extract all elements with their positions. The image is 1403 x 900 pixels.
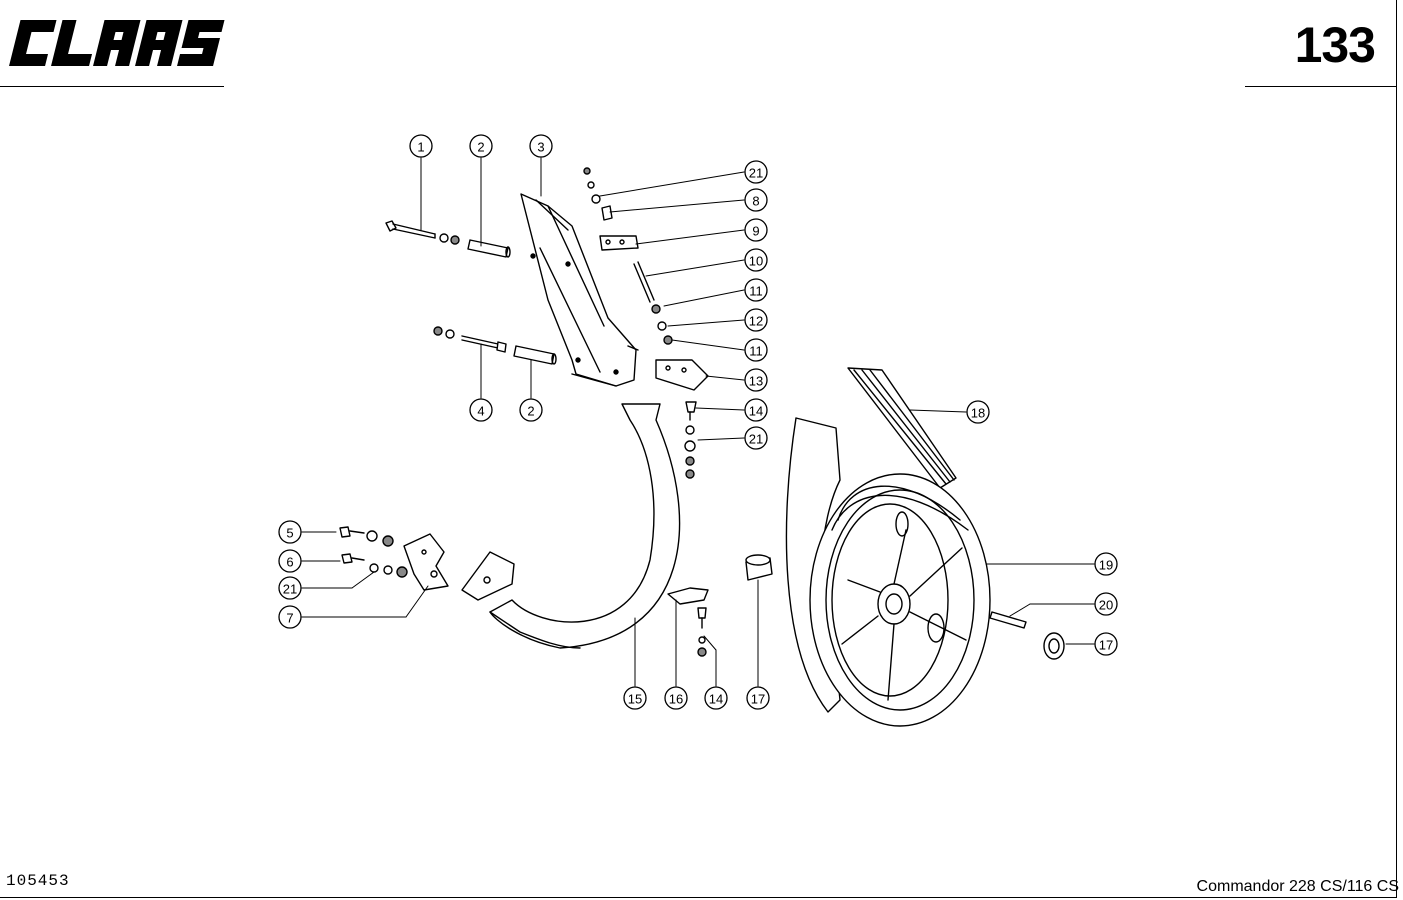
callout-label: 6 bbox=[286, 555, 293, 570]
callout-circle-13 bbox=[744, 368, 768, 392]
callout-circle-11a bbox=[744, 278, 768, 302]
callout-label: 2 bbox=[527, 404, 534, 419]
fastener-stack-upper bbox=[583, 167, 673, 345]
callout-circle-14b bbox=[704, 686, 728, 710]
callout-circle-21b bbox=[744, 426, 768, 450]
part-19-pulley bbox=[809, 473, 991, 727]
part-13-angle-bracket bbox=[655, 359, 709, 391]
callout-label: 19 bbox=[1099, 558, 1113, 573]
part-2-spacer-bottom bbox=[513, 345, 557, 365]
callout-circle-17b bbox=[746, 686, 770, 710]
fasteners-5-6-7 bbox=[339, 526, 449, 591]
callout-circle-7 bbox=[278, 605, 302, 629]
callout-circle-10 bbox=[744, 248, 768, 272]
callout-circle-6 bbox=[278, 549, 302, 573]
part-20-key bbox=[989, 611, 1027, 629]
callout-circle-21c bbox=[278, 576, 302, 600]
callout-circle-1 bbox=[409, 134, 433, 158]
callout-circle-2b bbox=[519, 398, 543, 422]
callout-circle-21a bbox=[744, 160, 768, 184]
callout-label: 11 bbox=[749, 344, 763, 359]
header-rule-left bbox=[0, 86, 224, 87]
callout-label: 15 bbox=[628, 692, 642, 707]
callout-label: 5 bbox=[286, 526, 293, 541]
callout-label: 9 bbox=[752, 224, 759, 239]
part-4-bolt bbox=[433, 326, 507, 353]
page-border-bottom bbox=[0, 897, 1397, 898]
callout-label: 11 bbox=[749, 284, 763, 299]
callout-label: 8 bbox=[752, 194, 759, 209]
part-2-spacer-top bbox=[467, 239, 511, 258]
part-1-bolt bbox=[385, 220, 460, 245]
callout-circle-18 bbox=[966, 400, 990, 424]
callout-circle-2a bbox=[469, 134, 493, 158]
page-number: 133 bbox=[1294, 17, 1376, 73]
callout-circle-12 bbox=[744, 308, 768, 332]
callout-label: 7 bbox=[286, 611, 293, 626]
part-17-bushing-right bbox=[1043, 632, 1065, 660]
model-designation: Commandor 228 CS/116 CS bbox=[1196, 878, 1399, 895]
fastener-stack-lower bbox=[684, 401, 697, 479]
callout-label: 10 bbox=[749, 254, 763, 269]
callout-label: 21 bbox=[283, 582, 297, 597]
callout-label: 3 bbox=[537, 140, 544, 155]
callout-label: 13 bbox=[749, 374, 763, 389]
part-3-channel-bracket bbox=[520, 193, 639, 387]
part-15-guard-strap bbox=[461, 403, 681, 649]
callout-label: 14 bbox=[709, 692, 723, 707]
callout-label: 17 bbox=[751, 692, 765, 707]
callout-circle-16 bbox=[664, 686, 688, 710]
callout-circle-17a bbox=[1094, 632, 1118, 656]
callout-label: 12 bbox=[749, 314, 763, 329]
callout-circle-4 bbox=[469, 398, 493, 422]
document-id: 105453 bbox=[6, 872, 70, 890]
part-16-bracket bbox=[667, 587, 709, 657]
callout-label: 18 bbox=[971, 406, 985, 421]
callout-label: 21 bbox=[749, 166, 763, 181]
callout-label: 1 bbox=[417, 140, 424, 155]
leader-lines bbox=[301, 157, 1095, 687]
callout-circle-15 bbox=[623, 686, 647, 710]
callout-label: 14 bbox=[749, 404, 763, 419]
part-17-bushing-left bbox=[745, 554, 773, 581]
callout-label: 17 bbox=[1099, 638, 1113, 653]
callout-circle-3 bbox=[529, 134, 553, 158]
callout-circle-9 bbox=[744, 218, 768, 242]
callout-circle-20 bbox=[1094, 592, 1118, 616]
callout-label: 16 bbox=[669, 692, 683, 707]
claas-logo bbox=[9, 20, 225, 66]
callout-circle-19 bbox=[1094, 552, 1118, 576]
callout-circle-8 bbox=[744, 188, 768, 212]
callout-circle-5 bbox=[278, 520, 302, 544]
callout-label: 4 bbox=[477, 404, 484, 419]
callout-circle-11b bbox=[744, 338, 768, 362]
callout-label: 21 bbox=[749, 432, 763, 447]
header-rule-right bbox=[1245, 86, 1397, 87]
page-border-right bbox=[1396, 0, 1397, 898]
callout-label: 2 bbox=[477, 140, 484, 155]
callout-circle-14a bbox=[744, 398, 768, 422]
callout-label: 20 bbox=[1099, 598, 1113, 613]
